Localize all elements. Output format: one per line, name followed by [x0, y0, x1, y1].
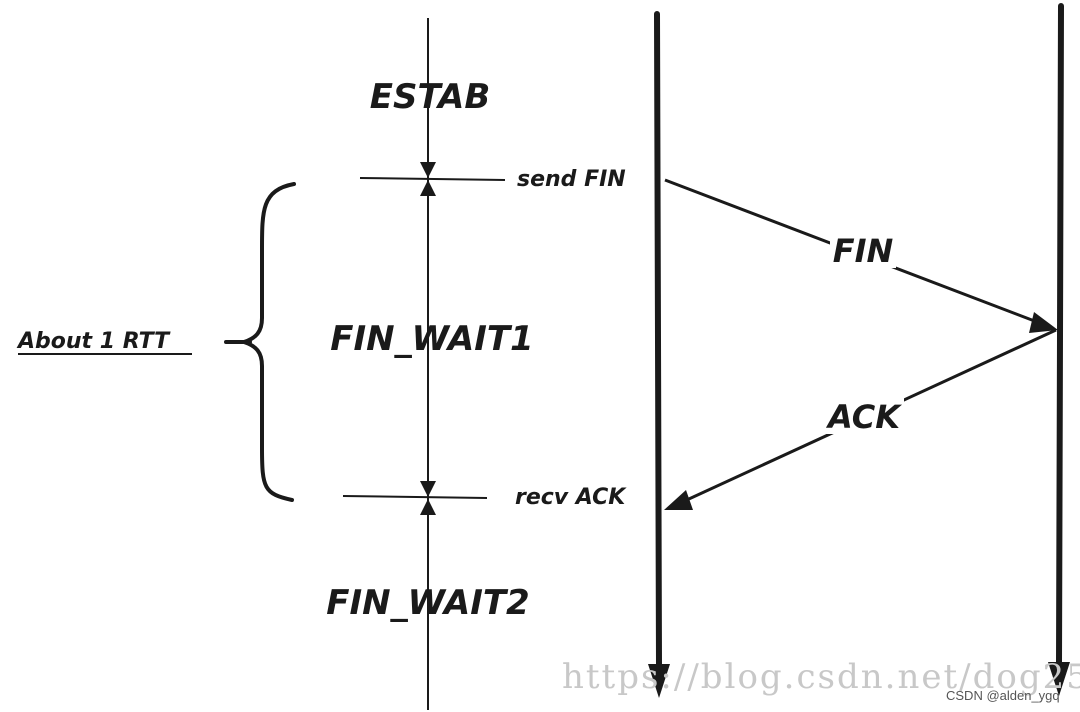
rtt-label: About 1 RTT — [16, 329, 171, 354]
client-lifeline — [654, 11, 662, 669]
send-fin-arrow-up — [420, 180, 436, 196]
watermark-url: https://blog.csdn.net/dog250 — [562, 657, 1080, 697]
server-lifeline-arrowhead — [1048, 662, 1070, 696]
state-fin-wait2: FIN_WAIT2 — [326, 583, 529, 623]
recv-ack-arrow-down — [420, 481, 436, 497]
watermark-credit: CSDN @alden_ygq — [946, 688, 1060, 703]
fin-message-arrowhead — [1029, 312, 1058, 333]
send-fin-tick — [359, 177, 506, 181]
send-fin-arrow-down — [420, 162, 436, 178]
ack-label-bg — [824, 398, 904, 434]
ack-message-arrowhead — [664, 490, 693, 510]
message-fin-label: FIN — [833, 232, 894, 270]
recv-ack-tick — [342, 495, 488, 499]
state-fin-wait1: FIN_WAIT1 — [330, 319, 533, 359]
state-estab: ESTAB — [370, 77, 491, 117]
client-lifeline-arrowhead — [648, 664, 670, 698]
message-ack-label: ACK — [825, 398, 902, 436]
recv-ack-arrow-up — [420, 499, 436, 515]
event-send-fin: send FIN — [517, 167, 626, 192]
fin-label-bg — [830, 232, 896, 268]
server-lifeline — [1056, 3, 1064, 667]
event-recv-ack: recv ACK — [515, 485, 627, 510]
